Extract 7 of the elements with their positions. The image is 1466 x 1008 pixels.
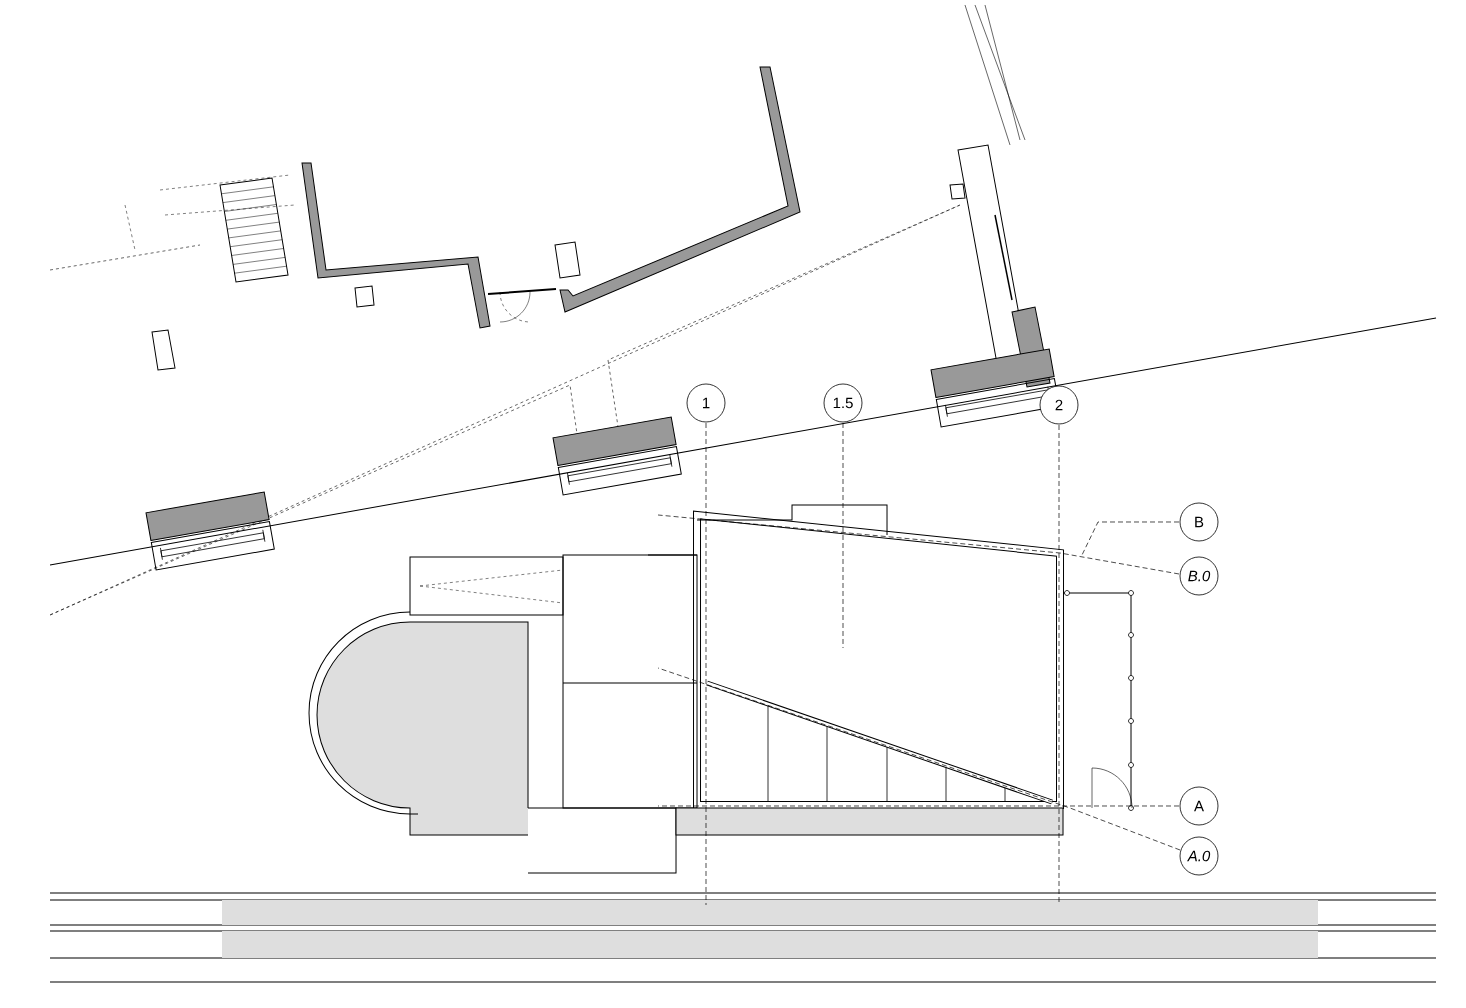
grid-bubble: B.0 [1179,556,1219,596]
grid-bubble: 1.5 [823,383,863,423]
grid-bubble: A [1179,786,1219,826]
grid-bubble: B [1179,502,1219,542]
grid-bubble: 1 [686,383,726,423]
grid-bubble: A.0 [1179,836,1219,876]
grid-bubble: 2 [1039,385,1079,425]
